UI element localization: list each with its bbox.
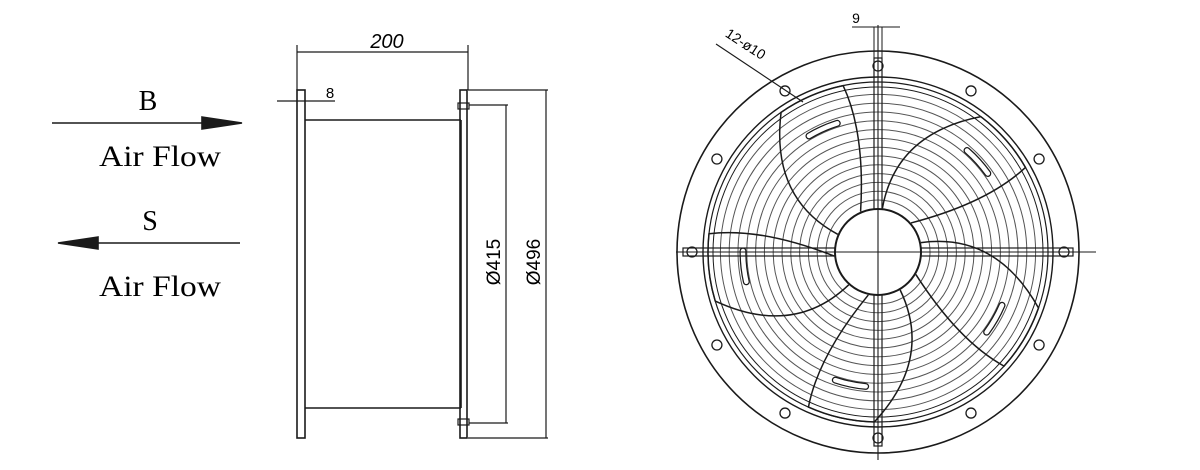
mounting-hole [711,339,723,351]
airflow-s-text: Air Flow [99,270,221,303]
holes-dim-label: 12-ø10 [723,25,769,63]
front-view [676,25,1096,460]
side-view [277,45,548,439]
mounting-hole [965,407,977,419]
fan-blade [778,84,863,235]
arrow-right-icon [201,116,243,130]
mounting-hole [779,407,791,419]
inlet-flange [296,89,306,439]
fan-blade [881,115,1027,224]
fan-blade [807,289,913,423]
mounting-hole [1033,153,1045,165]
flange-dim-label: 8 [326,85,334,102]
airflow-b-text: Air Flow [99,140,221,173]
arrow-left-icon [57,236,99,250]
outlet-flange [459,89,468,439]
airflow-b [52,116,243,130]
mounting-hole [965,85,977,97]
fan-blade [915,240,1040,368]
mounting-hole [1033,339,1045,351]
length-dim-label: 200 [369,31,403,53]
blade-slot-inner [984,303,1005,335]
inner-diameter-label: Ø415 [484,239,505,285]
blade-slot-inner [833,377,868,389]
fan-blade [707,231,850,317]
airflow-s-label: S [142,206,158,237]
mounting-hole [711,153,723,165]
bolt-top [457,102,470,110]
airflow-s [57,236,240,250]
blade-slot-inner [740,248,749,285]
fan-blades [707,84,1040,423]
mounting-hole [779,85,791,97]
blade-slot-inner [964,148,991,176]
slot-dim-label: 9 [852,10,860,26]
bolt-bottom [457,418,470,426]
outer-diameter-label: Ø496 [524,239,545,285]
holes-leader-line [715,43,804,103]
blade-slot-inner [806,121,840,139]
airflow-b-label: B [139,86,158,117]
